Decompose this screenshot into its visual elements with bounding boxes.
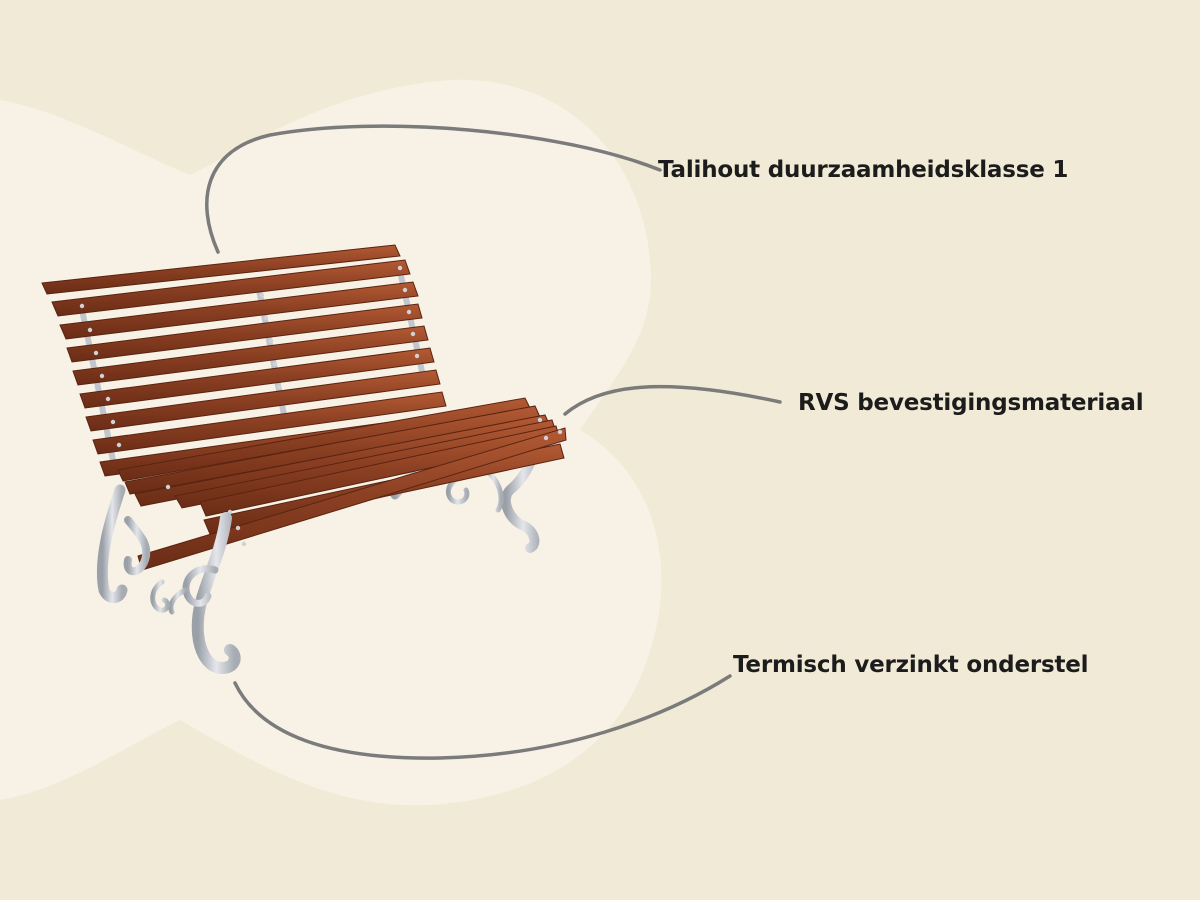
seat-fasteners <box>165 417 563 547</box>
bench-illustration <box>41 244 567 674</box>
connector-line-wood <box>205 124 662 254</box>
callout-label-fasteners: RVS bevestigingsmateriaal <box>798 390 1144 416</box>
galvanized-frame <box>96 484 241 674</box>
connector-line-frame <box>233 674 732 760</box>
backrest-fasteners <box>79 265 420 448</box>
callout-label-wood: Talihout duurzaamheidsklasse 1 <box>658 157 1069 183</box>
seat-wood <box>117 397 567 571</box>
backrest-wood <box>41 244 453 477</box>
connector-line-fasteners <box>563 384 782 416</box>
callout-label-frame: Termisch verzinkt onderstel <box>733 652 1089 678</box>
